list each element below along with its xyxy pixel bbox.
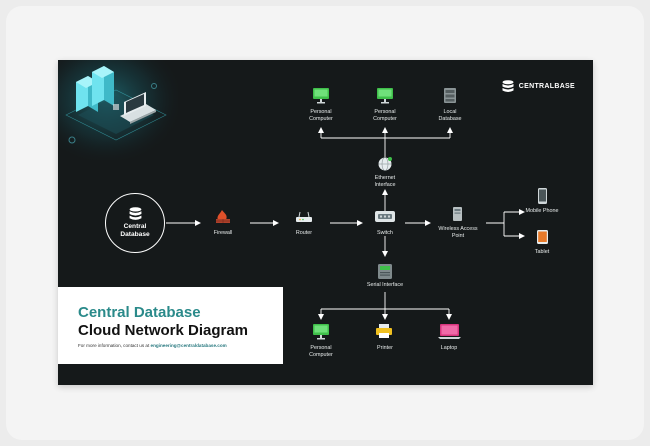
- globe-icon: [378, 157, 392, 171]
- serial-device-icon: [378, 264, 392, 279]
- brand-name: CENTRALBASE: [518, 83, 575, 90]
- laptop-icon: [438, 324, 461, 339]
- contact-email-link[interactable]: engineering@centraldatabase.com: [150, 343, 227, 348]
- label-serial-interface: Serial Interface: [366, 282, 404, 288]
- title-line-1: Central Database: [78, 304, 201, 321]
- firewall-icon: [216, 210, 230, 223]
- switch-icon: [375, 211, 395, 222]
- label-mobile-phone: Mobile Phone: [525, 208, 559, 214]
- isometric-server-illustration: [58, 60, 178, 160]
- server-icon: [444, 88, 456, 103]
- label-router: Router: [295, 230, 313, 236]
- database-icon: [502, 80, 514, 92]
- monitor-icon: [377, 88, 393, 104]
- central-database-label: Central Database: [120, 223, 150, 238]
- label-wireless-access-point: Wireless Access Point: [438, 226, 478, 239]
- diagram-canvas: [58, 60, 548, 340]
- connection-lines: [166, 127, 525, 320]
- tablet-icon: [537, 230, 548, 244]
- router-icon: [296, 211, 312, 222]
- label-ethernet-interface: Ethernet Interface: [374, 175, 396, 188]
- monitor-icon: [313, 88, 329, 104]
- label-firewall: Firewall: [213, 230, 233, 236]
- label-switch: Switch: [377, 230, 393, 236]
- access-point-icon: [453, 207, 462, 221]
- brand-logo: CENTRALBASE: [502, 80, 575, 93]
- label-personal-computer-top-mid: Personal Computer: [373, 109, 397, 122]
- contact-prefix: For more information, contact us at: [78, 343, 150, 348]
- contact-text: For more information, contact us at engi…: [78, 343, 227, 348]
- label-printer: Printer: [377, 345, 393, 351]
- title-line-2: Cloud Network Diagram: [78, 322, 249, 339]
- label-personal-computer-top-left: Personal Computer: [309, 109, 333, 122]
- title-card: Central Database Cloud Network Diagram F…: [58, 287, 283, 364]
- label-laptop: Laptop: [440, 345, 458, 351]
- label-tablet: Tablet: [534, 249, 550, 255]
- printer-icon: [376, 324, 392, 338]
- label-personal-computer-bottom: Personal Computer: [309, 345, 333, 358]
- monitor-icon: [313, 324, 329, 340]
- diagram-slide: CENTRALBASE Central Database Personal Co…: [58, 60, 593, 385]
- label-local-database: Local Database: [438, 109, 462, 122]
- central-database-node: Central Database: [105, 193, 165, 253]
- mobile-phone-icon: [538, 188, 547, 204]
- database-icon: [129, 207, 141, 220]
